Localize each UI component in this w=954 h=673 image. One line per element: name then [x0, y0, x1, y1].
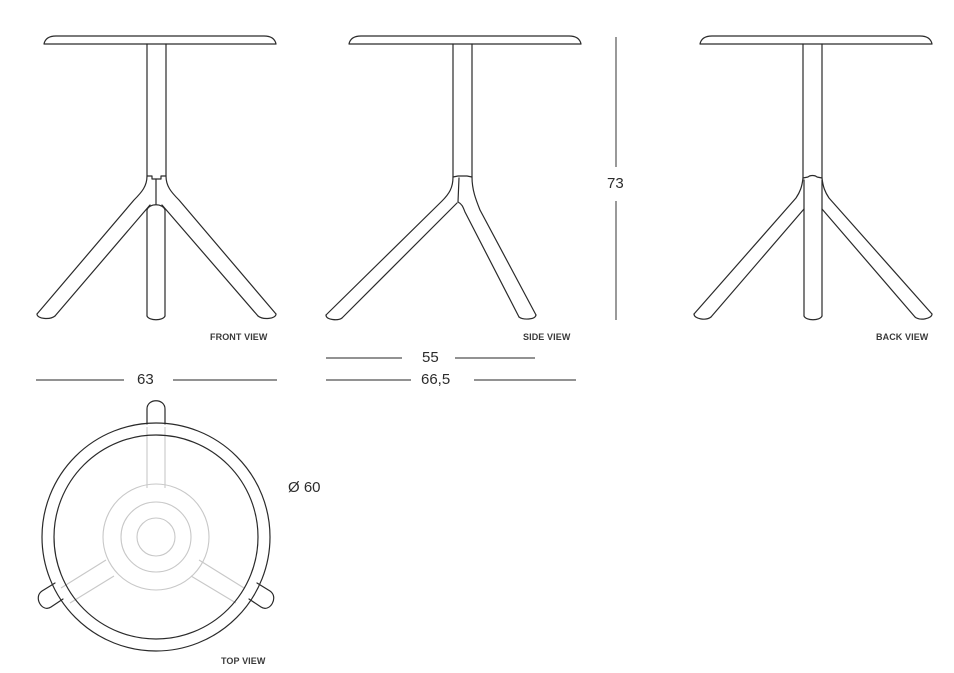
top-view-drawing — [37, 400, 275, 652]
height-dimension-value: 73 — [607, 175, 624, 192]
front-width-dimension-value: 63 — [137, 371, 154, 388]
front-view-drawing — [36, 35, 277, 321]
side-footprint-dimension-value: 55 — [422, 349, 439, 366]
side-view-label: SIDE VIEW — [523, 332, 571, 342]
front-view-label: FRONT VIEW — [210, 332, 268, 342]
side-view-drawing — [325, 35, 582, 321]
side-width-dimension-value: 66,5 — [421, 371, 451, 388]
top-diameter-dimension-value: Ø 60 — [288, 479, 321, 496]
top-view-label: TOP VIEW — [221, 656, 266, 666]
back-view-drawing — [693, 35, 933, 321]
back-view-label: BACK VIEW — [876, 332, 929, 342]
